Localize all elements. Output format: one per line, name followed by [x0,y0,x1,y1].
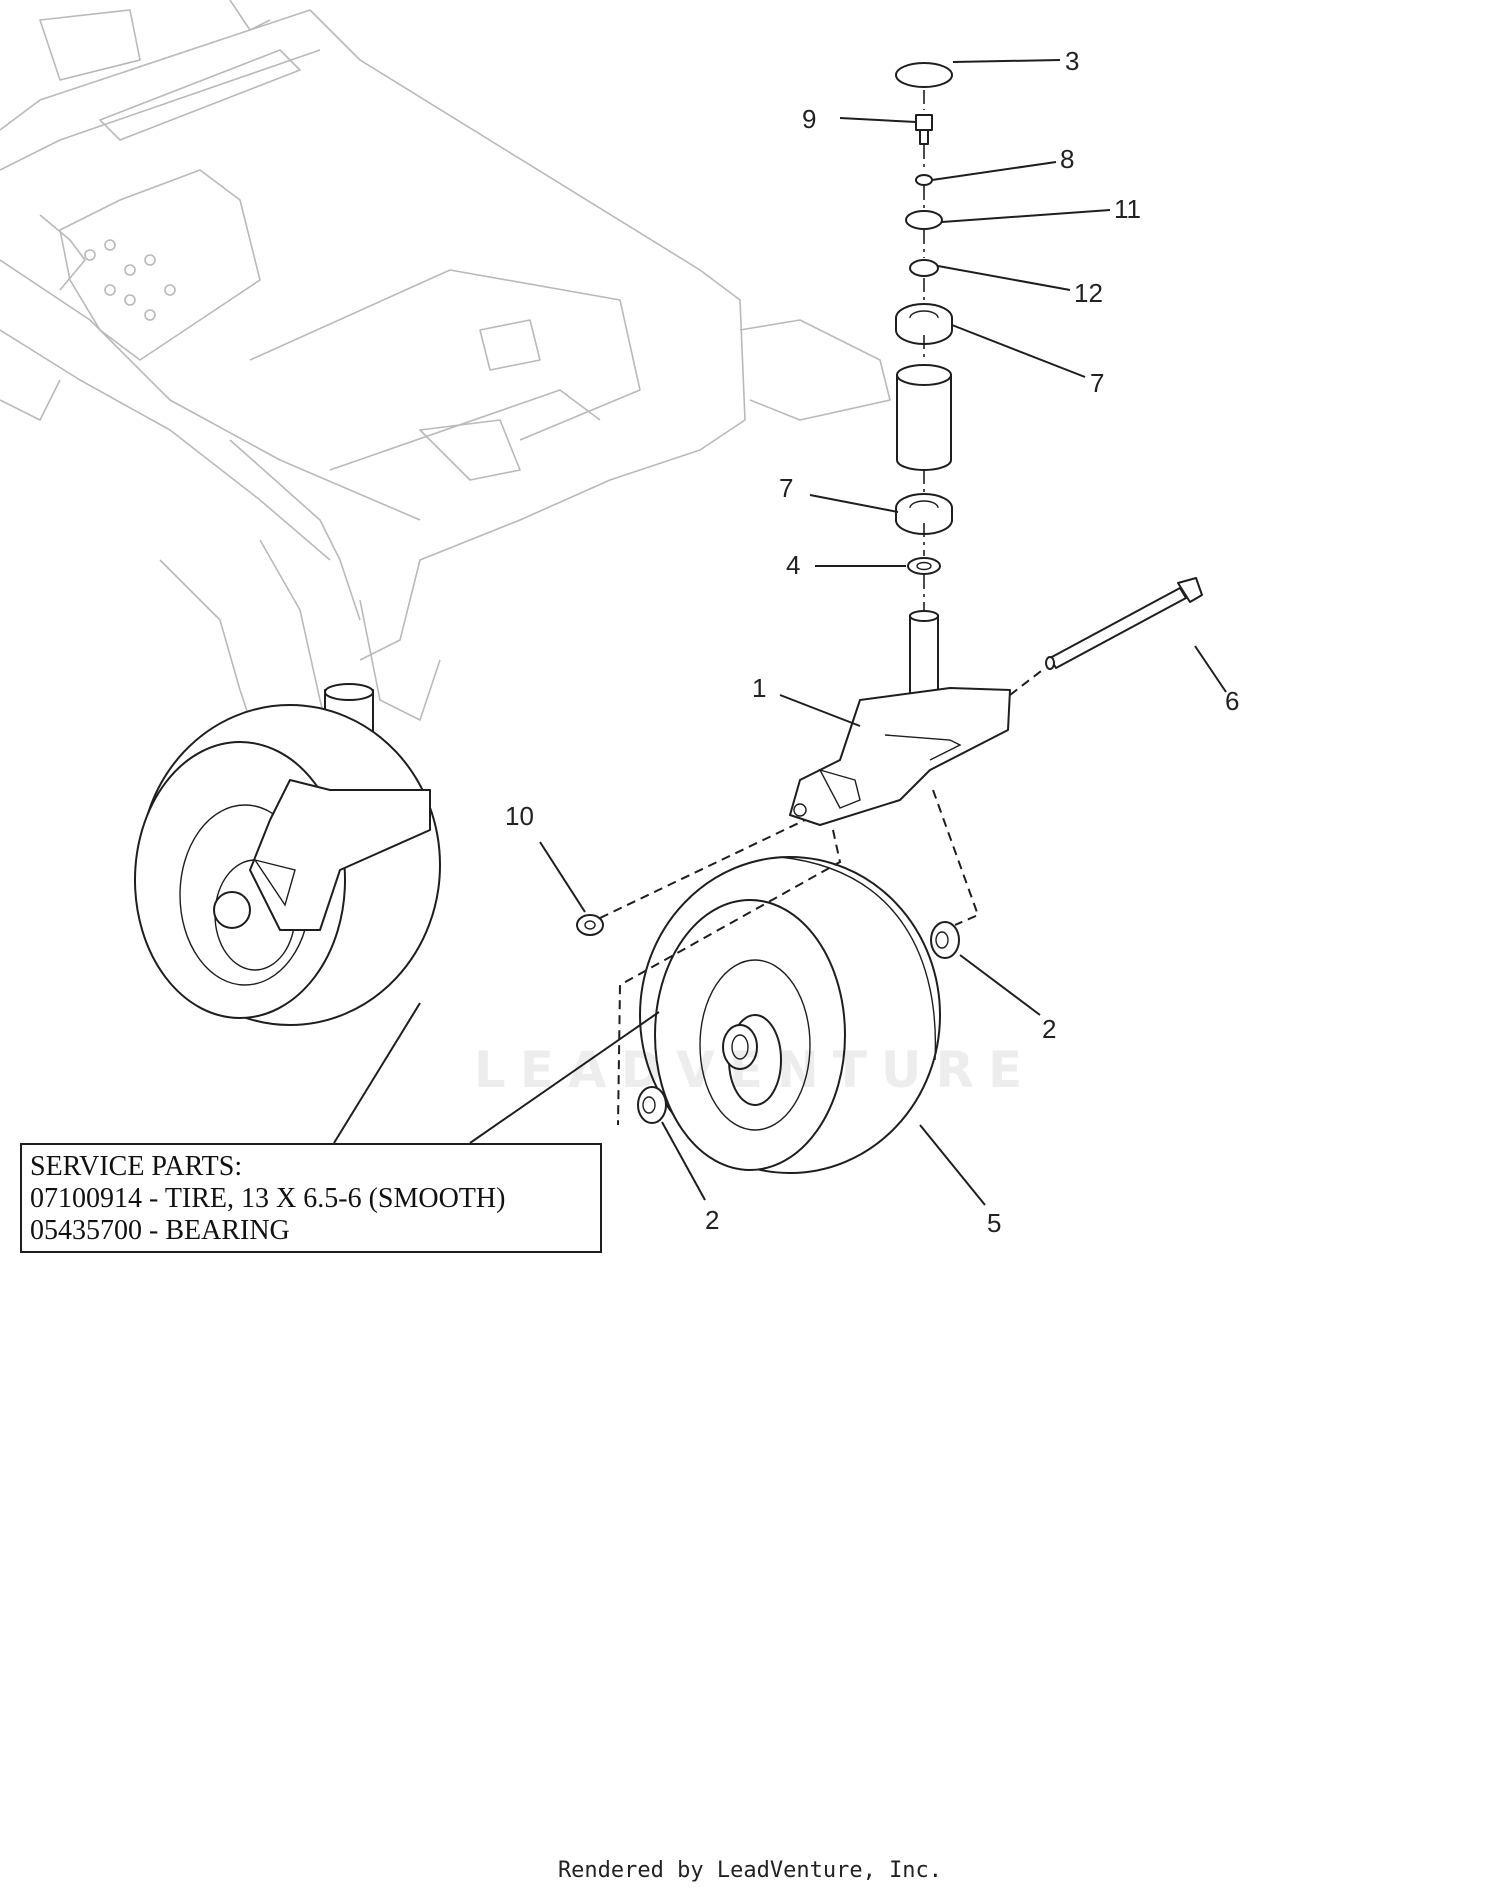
washer-4 [907,557,941,575]
callout-labels: 3 9 8 11 12 7 7 4 6 1 10 2 2 5 [505,46,1239,1238]
callout-2-right: 2 [1042,1014,1056,1044]
spacer-2-left [637,1086,667,1124]
spacer-2-right [930,921,960,959]
callout-4: 4 [786,550,800,580]
callout-11: 11 [1114,194,1141,224]
service-parts-tire: 07100914 - TIRE, 13 X 6.5-6 (SMOOTH) [30,1183,506,1214]
rendered-by-footer: Rendered by LeadVenture, Inc. [557,1858,943,1883]
callout-9: 9 [802,104,816,134]
watermark-text: LEADVENTURE [474,1041,1036,1099]
callout-3: 3 [1065,46,1079,76]
service-parts-heading: SERVICE PARTS: [30,1151,243,1182]
assembly-lines [599,789,980,1126]
lock-washer-8 [915,174,933,186]
exploded-wheel [639,856,941,1174]
nut-10 [576,914,604,936]
service-parts-box: SERVICE PARTS: 07100914 - TIRE, 13 X 6.5… [20,1143,602,1253]
callout-10: 10 [505,801,534,831]
tube-spacer [896,364,952,386]
dust-cap-3 [895,62,953,88]
hardware [576,914,960,1124]
callout-12: 12 [1074,278,1103,308]
washer-11 [905,210,943,230]
retainer-12 [909,259,939,277]
callout-2-left: 2 [705,1205,719,1235]
callout-6: 6 [1225,686,1239,716]
service-parts-bearing: 05435700 - BEARING [30,1215,290,1246]
exploded-stack [895,62,953,610]
callout-7-top: 7 [1090,368,1104,398]
callout-7-bottom: 7 [779,473,793,503]
callout-5: 5 [987,1208,1001,1238]
axle-bolt [1009,577,1203,696]
callout-8: 8 [1060,144,1074,174]
callout-1: 1 [752,673,766,703]
caster-fork [789,610,1011,826]
leader-lines [333,59,1227,1206]
mower-frame [0,0,891,761]
bolt-head-9 [915,114,933,131]
left-assembled-caster [134,683,441,1026]
